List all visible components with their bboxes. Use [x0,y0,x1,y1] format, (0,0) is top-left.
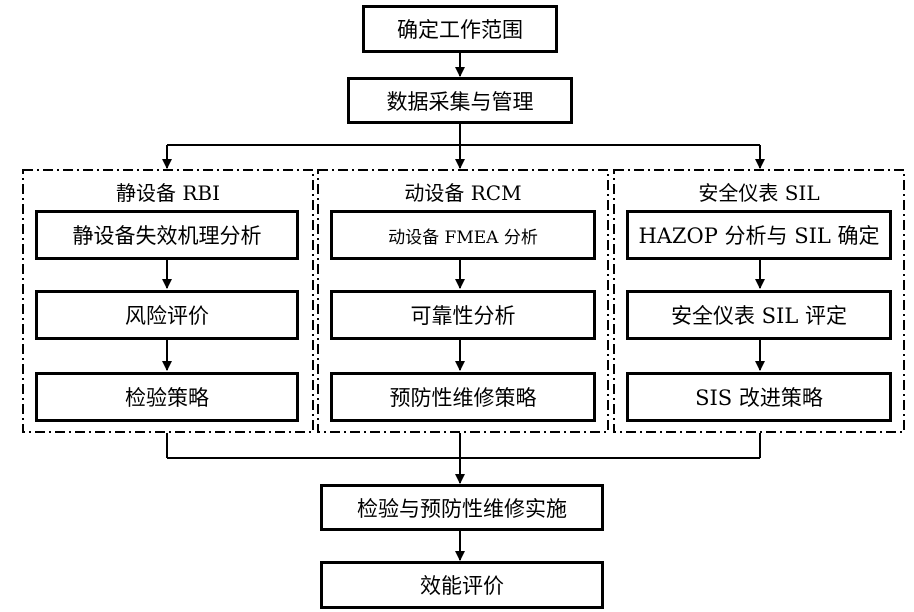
group-title-rbi: 静设备 RBI [115,181,220,205]
rcm-step-preventive-strategy: 预防性维修策略 [330,372,596,422]
group-frame-sil [613,169,905,433]
step-define-scope: 确定工作范围 [362,5,558,53]
rbi-step-risk-evaluation: 风险评价 [35,290,299,340]
rbi-step-failure-analysis: 静设备失效机理分析 [35,210,299,260]
sil-step-sis-improvement: SIS 改进策略 [626,372,892,422]
sil-step-sil-assessment: 安全仪表 SIL 评定 [626,290,892,340]
rcm-step-fmea-analysis: 动设备 FMEA 分析 [330,210,596,260]
group-title-sil: 安全仪表 SIL [698,181,820,205]
step-effectiveness-evaluation: 效能评价 [320,561,604,609]
group-frame-rcm [317,169,609,433]
rbi-step-inspection-strategy: 检验策略 [35,372,299,422]
group-frame-rbi [22,169,314,433]
step-implementation: 检验与预防性维修实施 [320,484,604,531]
rcm-step-reliability-analysis: 可靠性分析 [330,290,596,340]
step-data-collection: 数据采集与管理 [347,77,573,124]
sil-step-hazop-analysis: HAZOP 分析与 SIL 确定 [626,210,892,260]
group-title-rcm: 动设备 RCM [404,181,522,205]
